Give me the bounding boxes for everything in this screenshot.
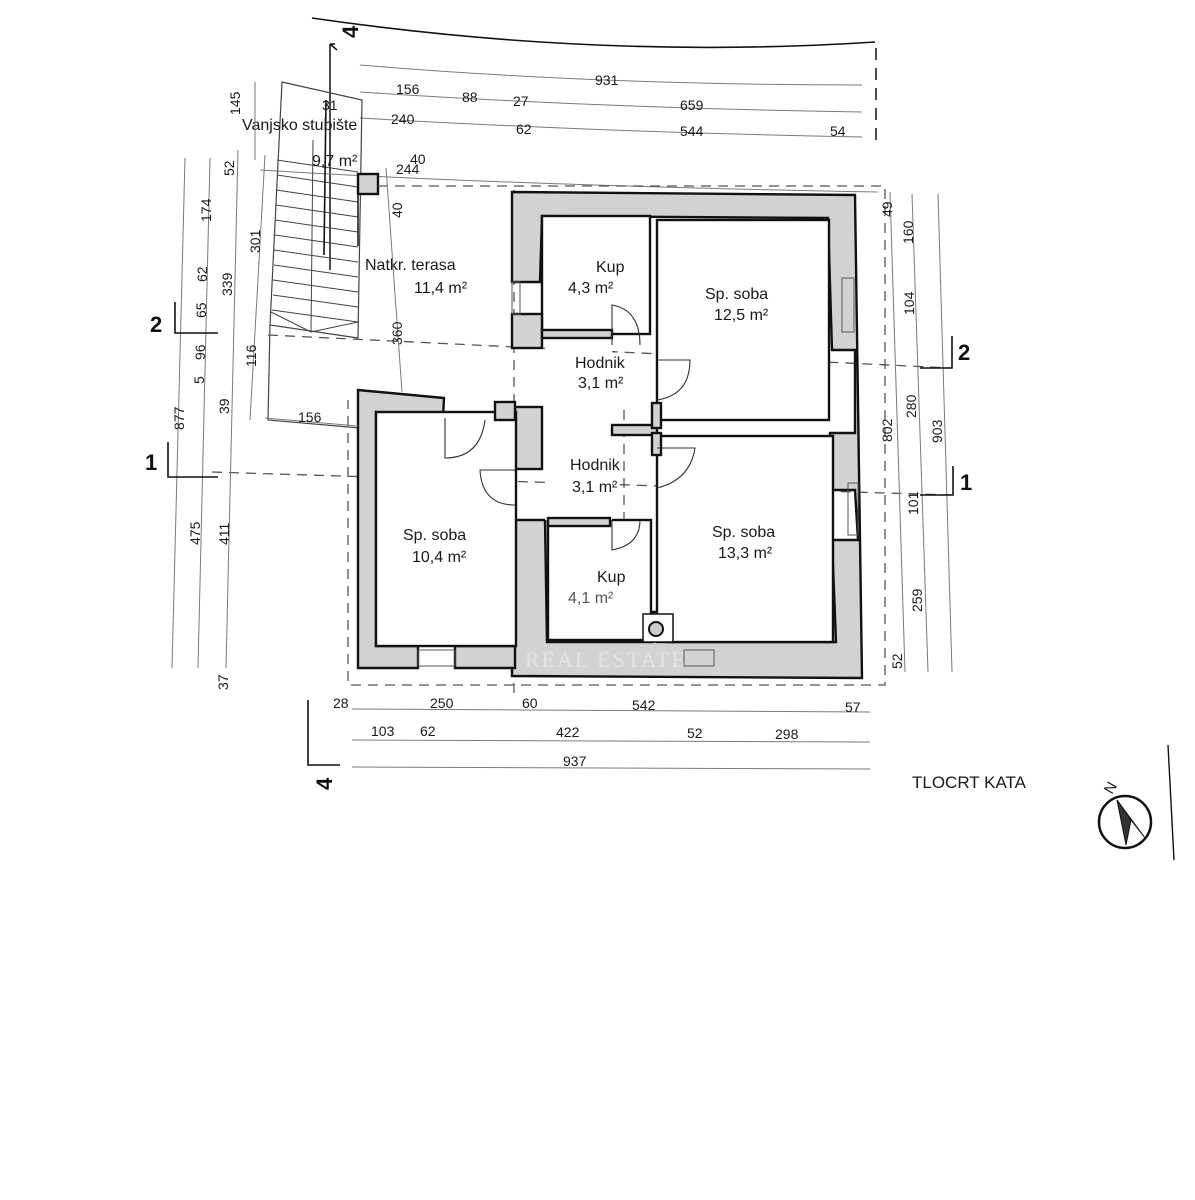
dim-right-104: 104 <box>901 291 917 315</box>
room-label-hallway-1: Hodnik <box>575 355 626 372</box>
column <box>356 172 380 196</box>
room-label-stairs: Vanjsko stubište <box>242 117 357 134</box>
dim-bottom-422: 422 <box>556 724 580 740</box>
room-area-hallway-1: 3,1 m² <box>578 375 624 392</box>
dim-bottom-60: 60 <box>522 695 538 711</box>
dim-right-52: 52 <box>889 653 905 669</box>
room-area-bedroom-1: 12,5 m² <box>714 307 769 324</box>
dim-left-877: 877 <box>171 406 187 430</box>
dim-bottom-62: 62 <box>420 723 436 739</box>
watermark: REAL ESTATE <box>525 647 687 672</box>
drawing-title: TLOCRT KATA <box>912 773 1027 792</box>
dim-left-52: 52 <box>221 160 237 176</box>
dim-top-31: 31 <box>322 97 338 113</box>
dim-left-339: 339 <box>219 272 235 296</box>
dim-left-174: 174 <box>198 198 214 222</box>
dim-inner-360: 360 <box>389 321 405 345</box>
dim-left-475: 475 <box>187 521 203 545</box>
room-label-kup-1: Kup <box>596 259 625 276</box>
room-label-bedroom-1: Sp. soba <box>705 286 768 303</box>
section-marker-2-right: 2 <box>958 340 970 365</box>
site-boundary-line <box>311 17 876 49</box>
building-outline <box>347 185 886 686</box>
chimney <box>642 613 674 643</box>
dim-left-65: 65 <box>193 302 209 318</box>
dim-top-88: 88 <box>462 89 478 105</box>
external-stairs <box>267 81 363 429</box>
dim-bottom-103: 103 <box>371 723 395 739</box>
room-area-terrace: 11,4 m² <box>414 280 468 297</box>
dim-right-49: 49 <box>879 201 895 217</box>
north-label: N <box>1101 779 1121 797</box>
dim-left-301: 301 <box>247 229 263 253</box>
dim-top-544: 544 <box>680 123 704 139</box>
dim-bottom-52: 52 <box>687 725 703 741</box>
dim-inner-156: 156 <box>298 409 322 425</box>
dim-top-156: 156 <box>396 81 420 97</box>
room-label-bedroom-2: Sp. soba <box>403 527 466 544</box>
dim-top-244-label: 244 <box>396 161 420 177</box>
dim-left-37: 37 <box>215 674 231 690</box>
dim-bottom-937: 937 <box>563 753 587 769</box>
dim-right-259: 259 <box>909 588 925 612</box>
section-marker-4-bottom: 4 <box>312 777 337 790</box>
room-area-bedroom-2: 10,4 m² <box>412 549 467 566</box>
dim-top-240: 240 <box>391 111 415 127</box>
dim-bottom-57: 57 <box>845 699 861 715</box>
dim-top-62: 62 <box>516 121 532 137</box>
dim-right-160: 160 <box>900 220 916 244</box>
door-swings <box>444 304 696 551</box>
dim-top-54: 54 <box>830 123 846 139</box>
dim-right-802: 802 <box>879 418 895 442</box>
dim-left-145: 145 <box>227 91 243 115</box>
building-walls <box>356 190 864 680</box>
section-marker-1-right: 1 <box>960 470 972 495</box>
dim-right-280: 280 <box>903 394 919 418</box>
dim-top-659: 659 <box>680 97 704 113</box>
windows <box>417 277 859 667</box>
room-label-kup-2: Kup <box>597 569 626 586</box>
room-area-bedroom-3: 13,3 m² <box>718 545 773 562</box>
dim-top-931: 931 <box>595 72 619 88</box>
dim-left-96: 96 <box>192 344 208 360</box>
room-area-kup-2: 4,1 m² <box>568 590 614 607</box>
dim-left-116: 116 <box>243 344 259 367</box>
dim-left-5: 5 <box>191 376 207 384</box>
dim-left-411: 411 <box>216 522 232 545</box>
north-arrow-icon: N <box>1097 779 1153 850</box>
dim-bottom-298: 298 <box>775 726 799 742</box>
dim-left-62: 62 <box>194 266 210 282</box>
room-area-hallway-2: 3,1 m² <box>572 479 618 496</box>
dim-top-40: 40 <box>410 151 426 167</box>
dim-left-39: 39 <box>216 398 232 414</box>
section-marker-1-left: 1 <box>145 450 157 475</box>
dim-right-101: 101 <box>905 491 921 515</box>
dim-bottom-250: 250 <box>430 695 454 711</box>
room-label-hallway-2: Hodnik <box>570 457 621 474</box>
room-area-kup-1: 4,3 m² <box>568 280 614 297</box>
dim-right-903: 903 <box>929 419 945 443</box>
dim-top-27: 27 <box>513 93 529 109</box>
section-marker-2-left: 2 <box>150 312 162 337</box>
dim-inner-40: 40 <box>389 202 405 218</box>
room-label-bedroom-3: Sp. soba <box>712 524 775 541</box>
dim-bottom-28: 28 <box>333 695 349 711</box>
dim-bottom-542: 542 <box>632 697 656 713</box>
room-label-terrace: Natkr. terasa <box>365 257 456 274</box>
section-marker-4-top: 4 <box>338 25 363 38</box>
room-area-stairs: 9,7 m² <box>312 153 358 170</box>
